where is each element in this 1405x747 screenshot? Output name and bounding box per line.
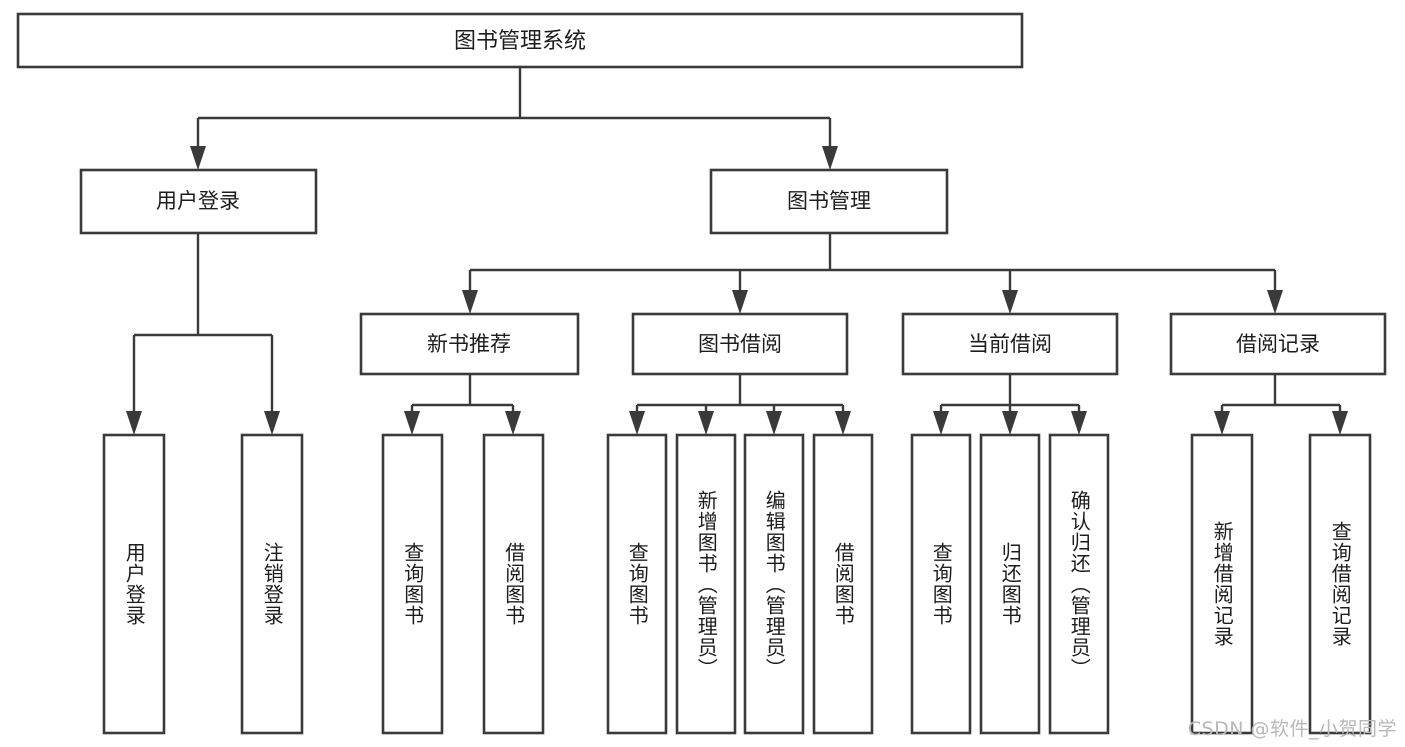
leaf-box[interactable]	[910, 433, 972, 735]
leaf-box[interactable]	[606, 433, 668, 735]
leaf-label: 查询图书	[400, 542, 425, 626]
borrow-records-label: 借阅记录	[1236, 332, 1320, 356]
node-current-borrow[interactable]: 当前借阅	[901, 312, 1119, 376]
leaf-label: 确认归还（管理员）	[1067, 489, 1092, 679]
connector-layer	[126, 67, 1348, 435]
arrow-head-leaf-user-login	[126, 411, 142, 435]
leaf-current-borrow-confirm[interactable]: 确认归还（管理员）	[1048, 433, 1110, 735]
leaf-label: 借阅图书	[501, 542, 526, 626]
leaf-book-borrow-borrow[interactable]: 借阅图书	[812, 433, 874, 735]
borrow-records-box[interactable]	[1169, 312, 1387, 376]
leaf-label: 编辑图书（管理员）	[762, 489, 787, 679]
leaf-label: 用户登录	[122, 542, 147, 626]
leaf-user-login-logout[interactable]: 注销登录	[240, 433, 304, 735]
leaf-book-borrow-query[interactable]: 查询图书	[606, 433, 668, 735]
leaf-label: 新增图书（管理员）	[694, 489, 719, 679]
book-management-label: 图书管理	[787, 189, 871, 213]
leaf-current-borrow-query[interactable]: 查询图书	[910, 433, 972, 735]
leaf-label: 注销登录	[260, 542, 285, 626]
leaf-box[interactable]	[812, 433, 874, 735]
csdn-watermark: CSDN @软件_小贺同学	[1187, 718, 1397, 740]
leaf-label: 新增借阅记录	[1210, 521, 1235, 647]
current-borrow-label: 当前借阅	[968, 332, 1052, 356]
book-management-box[interactable]	[709, 168, 949, 235]
arrow-head-book-manage	[822, 146, 838, 170]
arrow-head-cb-leaf-1	[933, 411, 949, 435]
leaf-new-book-query[interactable]: 查询图书	[381, 433, 444, 735]
leaf-book-borrow-add[interactable]: 新增图书（管理员）	[675, 433, 737, 735]
leaf-box[interactable]	[102, 433, 166, 735]
arrow-head-nb-leaf-1	[404, 411, 420, 435]
leaf-label: 查询借阅记录	[1328, 521, 1353, 647]
arrow-head-br-leaf-1	[1214, 411, 1230, 435]
leaf-box[interactable]	[1048, 433, 1110, 735]
leaf-book-borrow-edit[interactable]: 编辑图书（管理员）	[743, 433, 805, 735]
user-login-label: 用户登录	[156, 189, 240, 213]
root-label: 图书管理系统	[454, 29, 586, 54]
leaf-box[interactable]	[979, 433, 1041, 735]
leaf-box[interactable]	[675, 433, 737, 735]
arrow-head-current-borrow	[1002, 290, 1018, 314]
node-root[interactable]: 图书管理系统	[16, 12, 1024, 69]
root-box[interactable]	[16, 12, 1024, 69]
arrow-head-borrow-records	[1267, 290, 1283, 314]
arrow-head-user-login	[190, 146, 206, 170]
arrow-head-bb-leaf-4	[835, 411, 851, 435]
leaf-box[interactable]	[1308, 433, 1372, 735]
leaf-box[interactable]	[381, 433, 444, 735]
arrow-head-bb-leaf-1	[629, 411, 645, 435]
node-borrow-records[interactable]: 借阅记录	[1169, 312, 1387, 376]
arrow-head-br-leaf-2	[1332, 411, 1348, 435]
leaf-borrow-records-query[interactable]: 查询借阅记录	[1308, 433, 1372, 735]
leaf-label: 查询图书	[625, 542, 650, 626]
arrow-head-new-book	[462, 290, 478, 314]
leaf-box[interactable]	[743, 433, 805, 735]
leaf-box[interactable]	[240, 433, 304, 735]
leaf-new-book-borrow[interactable]: 借阅图书	[482, 433, 545, 735]
arrow-head-nb-leaf-2	[505, 411, 521, 435]
leaf-label: 归还图书	[998, 542, 1023, 626]
arrow-head-leaf-logout	[264, 411, 280, 435]
arrow-head-bb-leaf-2	[698, 411, 714, 435]
arrow-head-cb-leaf-2	[1002, 411, 1018, 435]
node-user-login[interactable]: 用户登录	[79, 168, 318, 235]
leaf-label: 借阅图书	[831, 542, 856, 626]
arrow-head-book-borrow	[732, 290, 748, 314]
new-book-recommend-box[interactable]	[359, 312, 580, 376]
node-book-borrow[interactable]: 图书借阅	[631, 312, 849, 376]
arrow-head-bb-leaf-3	[766, 411, 782, 435]
book-borrow-label: 图书借阅	[698, 332, 782, 356]
user-login-box[interactable]	[79, 168, 318, 235]
leaf-box[interactable]	[482, 433, 545, 735]
leaf-box[interactable]	[1190, 433, 1254, 735]
leaf-borrow-records-add[interactable]: 新增借阅记录	[1190, 433, 1254, 735]
leaf-user-login-login[interactable]: 用户登录	[102, 433, 166, 735]
node-new-book-recommend[interactable]: 新书推荐	[359, 312, 580, 376]
current-borrow-box[interactable]	[901, 312, 1119, 376]
leaf-label: 查询图书	[929, 542, 954, 626]
arrow-head-cb-leaf-3	[1071, 411, 1087, 435]
node-book-management[interactable]: 图书管理	[709, 168, 949, 235]
leaf-current-borrow-return[interactable]: 归还图书	[979, 433, 1041, 735]
book-borrow-box[interactable]	[631, 312, 849, 376]
new-book-recommend-label: 新书推荐	[427, 332, 511, 356]
